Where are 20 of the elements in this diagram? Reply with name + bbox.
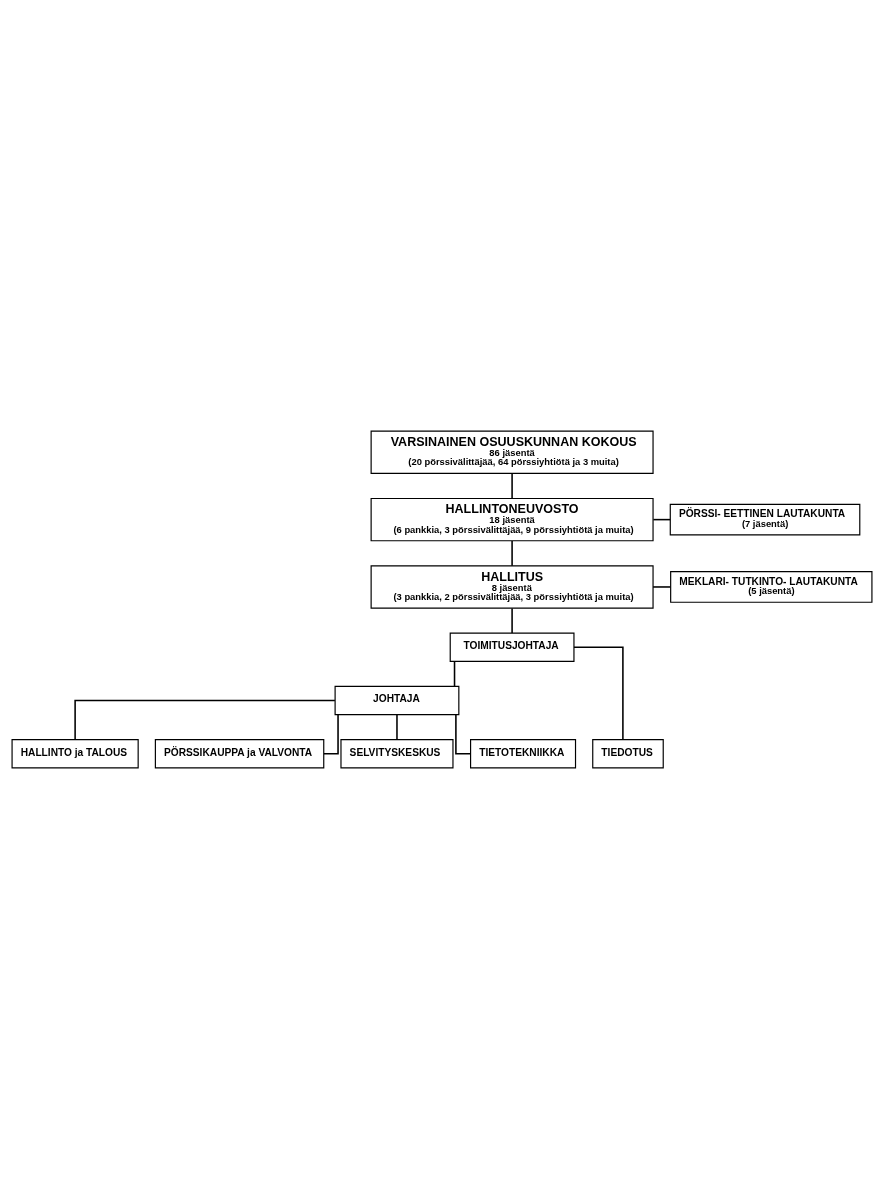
connector	[511, 472, 513, 500]
node-box: PÖRSSI- EETTINEN LAUTAKUNTA (7 jäsentä)	[669, 503, 861, 536]
connector	[453, 660, 456, 687]
connector	[652, 586, 672, 588]
node-box: TIETOTEKNIIKKA	[470, 739, 577, 769]
node-box: TOIMITUSJOHTAJA	[449, 632, 575, 662]
node-box: PÖRSSIKAUPPA ja VALVONTA	[154, 739, 325, 769]
connector	[573, 646, 624, 741]
node-box: VARSINAINEN OSUUSKUNNAN KOKOUS 86 jäsentä (20 pörssivälittäjää, 64 pörssiyhtiötä ja 3 muita)	[370, 430, 654, 474]
node-box: HALLINTO ja TALOUS	[11, 739, 139, 769]
node-box: HALLINTONEUVOSTO 18 jäsentä (6 pankkia, 3 pörssivälittäjää, 9 pörssiyhtiötä ja muita)	[370, 497, 654, 542]
node-box: MEKLARI- TUTKINTO- LAUTAKUNTA (5 jäsentä)	[670, 571, 873, 603]
node-box: SELVITYSKESKUS	[340, 739, 454, 769]
node-box: JOHTAJA	[334, 685, 460, 716]
connector	[74, 699, 336, 741]
node-box: TIEDOTUS	[592, 739, 664, 769]
connector	[511, 607, 513, 634]
connector	[511, 540, 513, 567]
node-box: HALLITUS 8 jäsentä (3 pankkia, 2 pörssivälittäjää, 3 pörssiyhtiötä ja muita)	[370, 565, 654, 609]
connector	[396, 714, 398, 741]
